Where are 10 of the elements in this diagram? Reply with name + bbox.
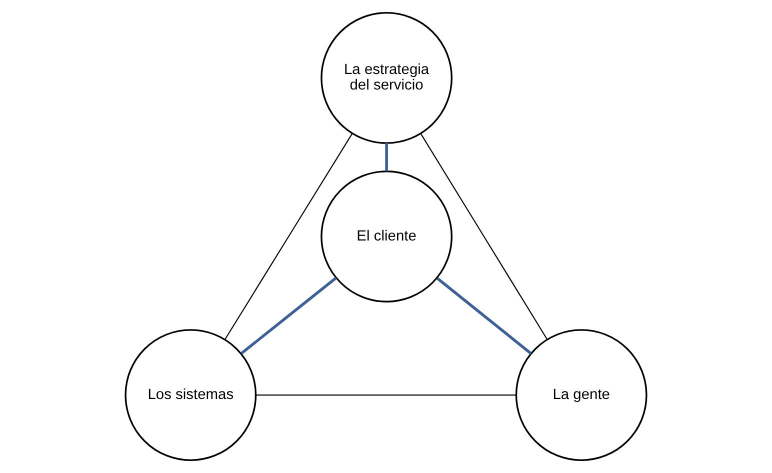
node-circle: La estrategia del servicio xyxy=(320,12,453,144)
node-circle: El cliente xyxy=(320,170,453,302)
node-circle: Los sistemas xyxy=(124,329,257,462)
connector xyxy=(385,143,388,172)
node-circle: La gente xyxy=(515,329,648,462)
connector xyxy=(224,133,353,340)
connector xyxy=(256,394,516,396)
connector xyxy=(240,276,337,355)
connector xyxy=(420,133,548,340)
connector xyxy=(436,277,532,355)
